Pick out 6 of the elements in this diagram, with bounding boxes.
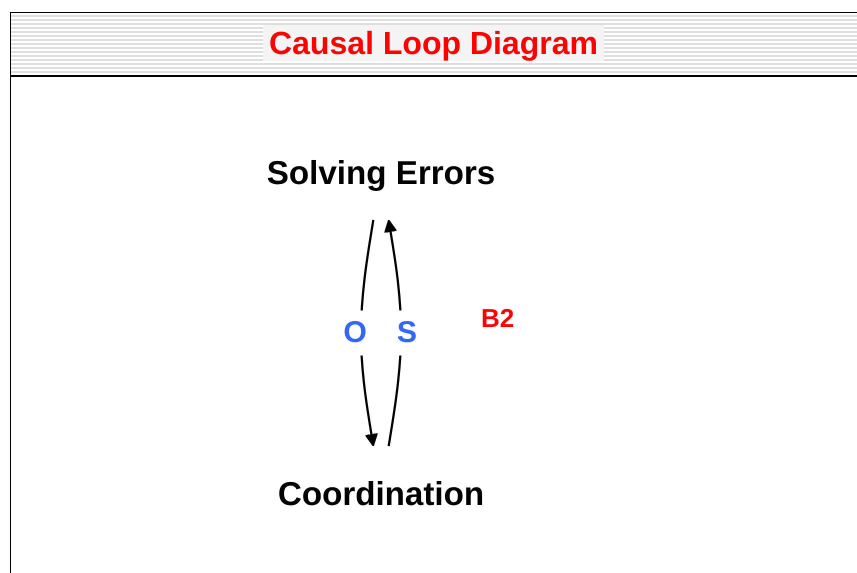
edge-label: O [343,316,367,350]
loop-label: B2 [481,303,514,334]
title: Causal Loop Diagram [263,25,604,61]
node-text: Coordination [278,474,484,512]
node-text: Solving Errors [266,154,496,192]
edge-label: S [396,316,418,350]
